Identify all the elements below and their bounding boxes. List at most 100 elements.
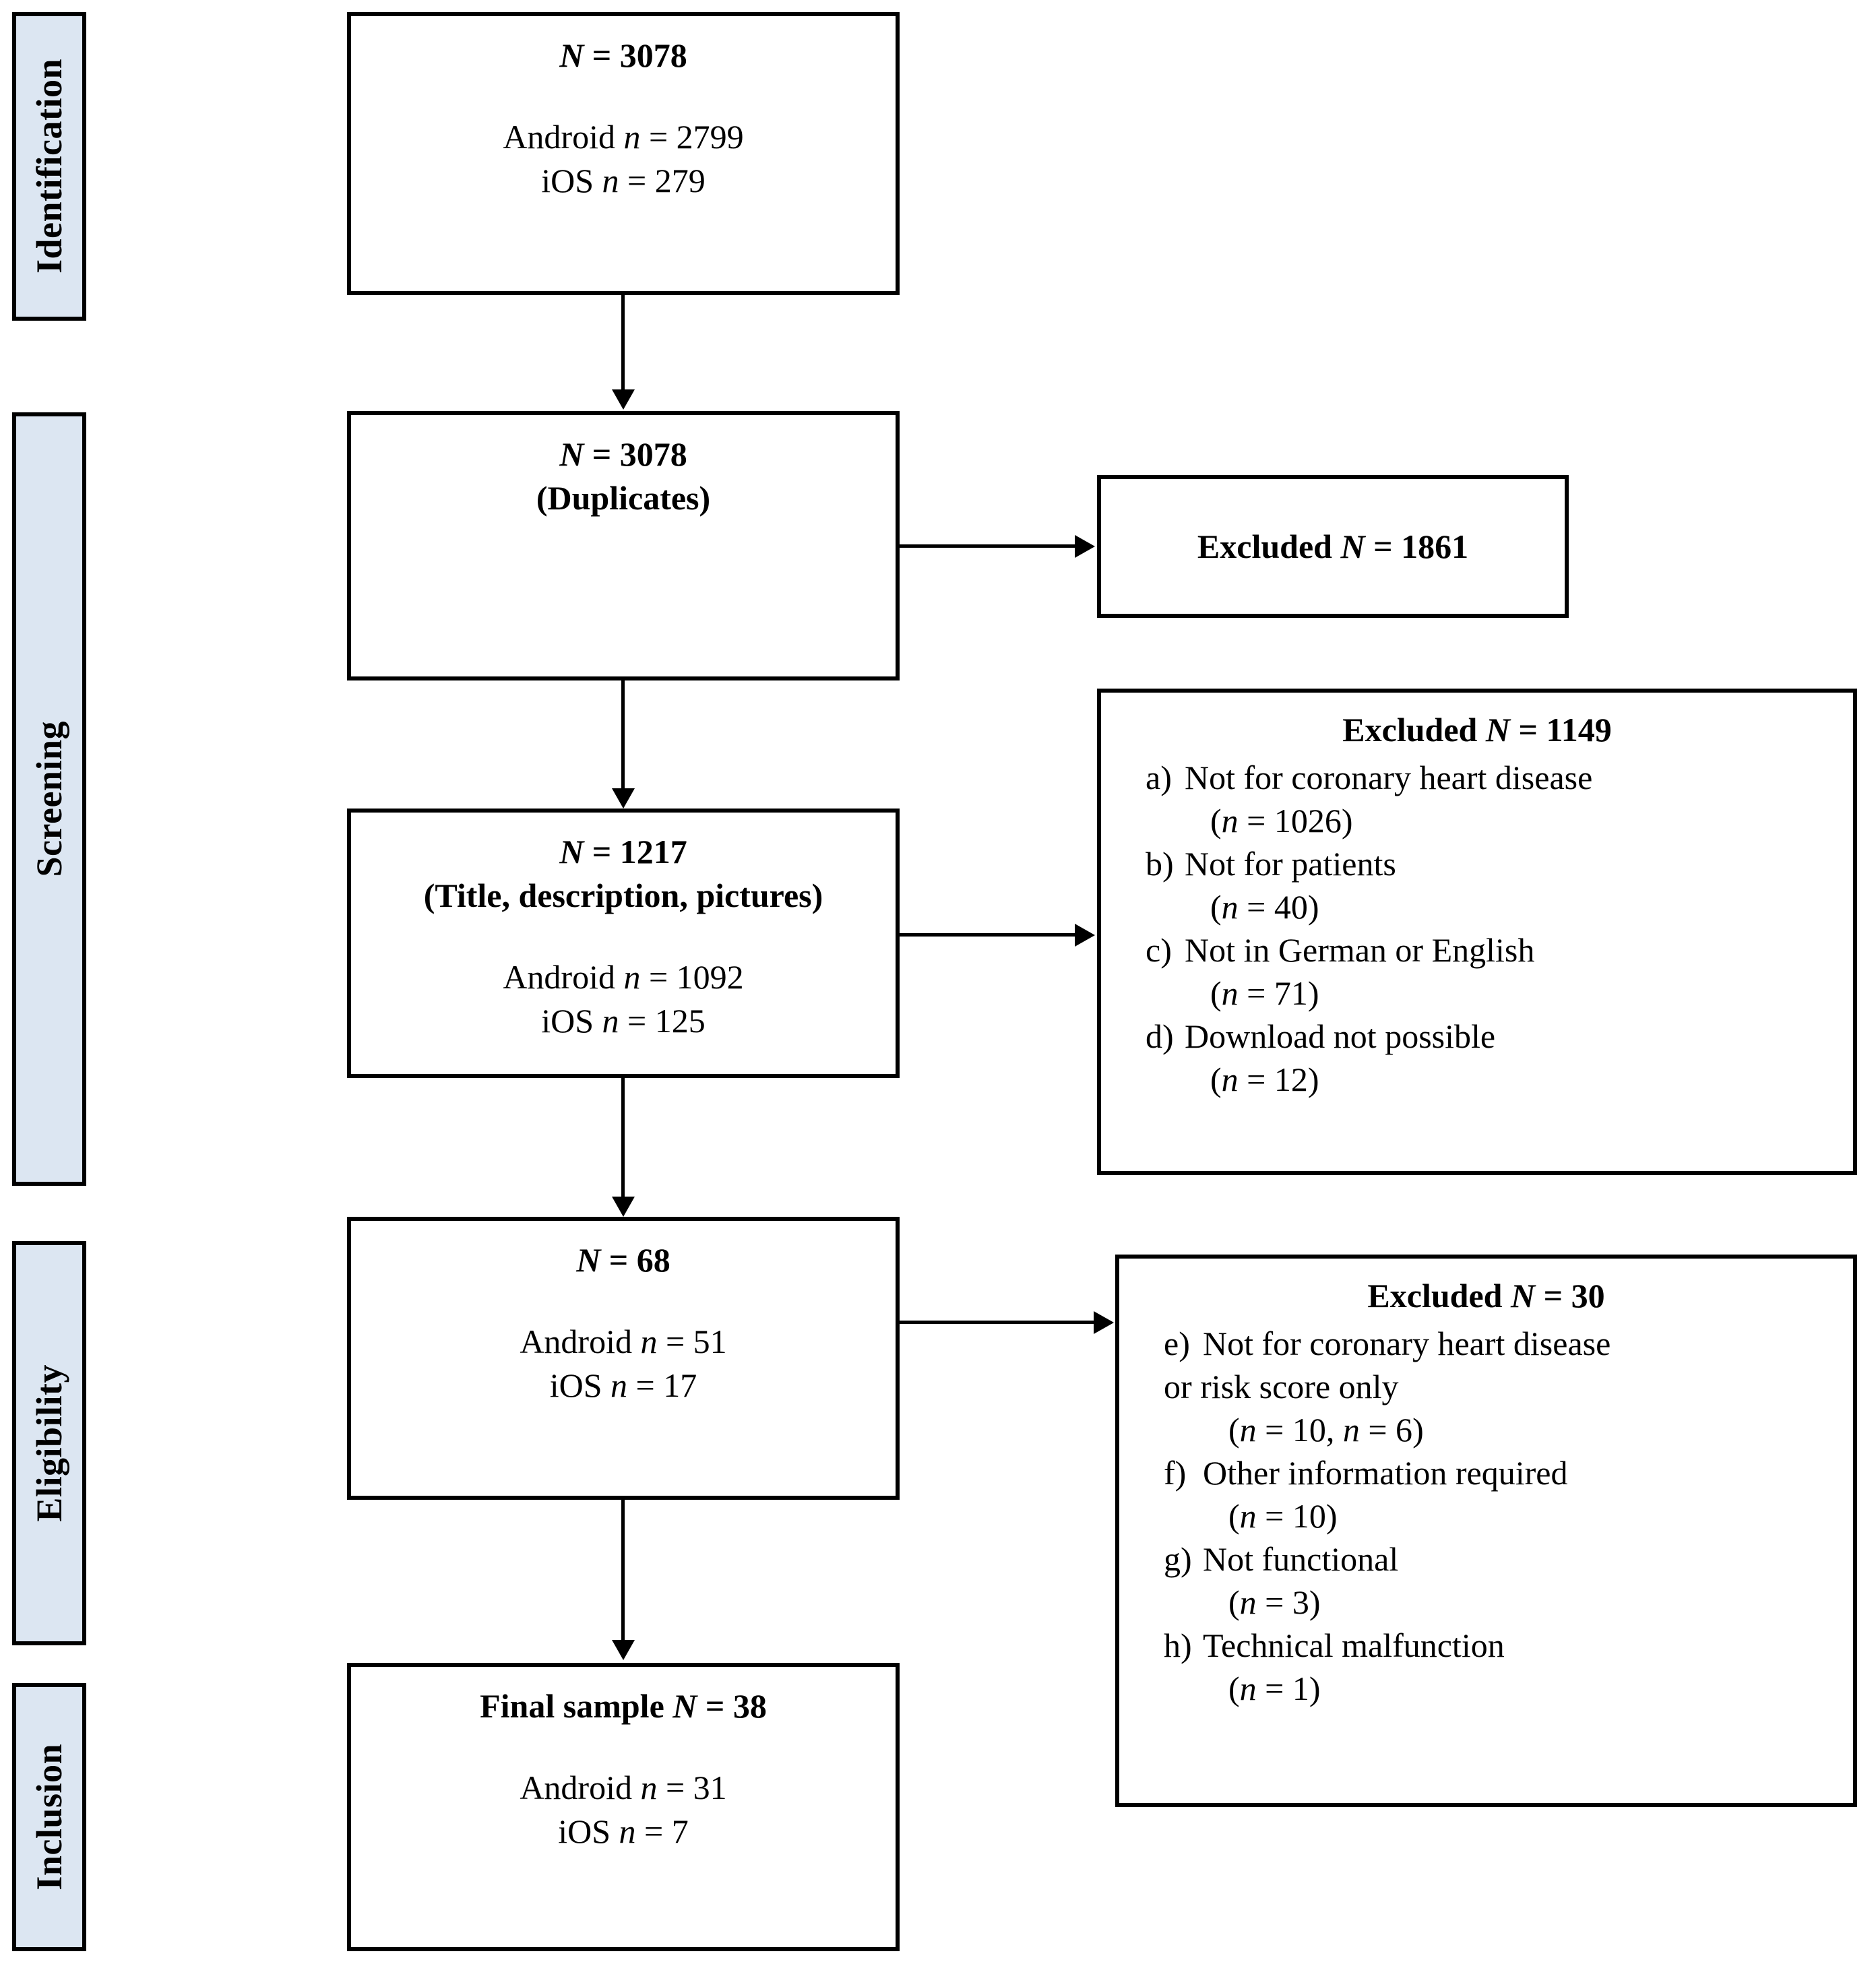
box-records-identified: N = 3078 Android n = 2799 iOS n = 279 xyxy=(347,12,900,295)
ios-label: iOS xyxy=(558,1812,611,1850)
stage-label-identification: Identification xyxy=(29,59,69,274)
ios-n-var: n xyxy=(602,1002,619,1040)
list-item: e) Not for coronary heart disease or ris… xyxy=(1138,1322,1834,1451)
list-item: f) Other information required (n = 10) xyxy=(1138,1451,1834,1538)
ios-value: = 125 xyxy=(627,1002,706,1040)
final-sample-total: Final sample N = 38 xyxy=(480,1684,767,1728)
stage-label-inclusion: Inclusion xyxy=(29,1744,69,1891)
ios-label: iOS xyxy=(541,162,594,199)
duplicates-total-var: N xyxy=(559,435,584,473)
list-text: Not for patients xyxy=(1185,845,1396,883)
list-item: g) Not functional (n = 3) xyxy=(1138,1538,1834,1624)
list-item: a) Not for coronary heart disease (n = 1… xyxy=(1120,756,1834,842)
android-n-var: n xyxy=(623,118,641,156)
connector-eligibility-to-final xyxy=(621,1500,625,1643)
box-duplicates: N = 3078 (Duplicates) xyxy=(347,411,900,680)
box-eligibility-assessed: N = 68 Android n = 51 iOS n = 17 xyxy=(347,1217,900,1500)
count-var: n xyxy=(1239,1497,1257,1535)
list-item: b) Not for patients (n = 40) xyxy=(1120,842,1834,928)
eligibility-total-var: N xyxy=(576,1241,601,1279)
connector-duplicates-to-screening xyxy=(621,680,625,791)
arrow-screening-to-eligibility xyxy=(612,1197,635,1217)
excluded-screening-value: = 1149 xyxy=(1518,711,1612,749)
records-identified-total: N = 3078 xyxy=(559,34,687,77)
excluded-eligibility-list: e) Not for coronary heart disease or ris… xyxy=(1138,1322,1834,1710)
count-var: n xyxy=(1239,1411,1257,1449)
android-label: Android xyxy=(503,958,615,996)
count-value: = 10 xyxy=(1265,1497,1326,1535)
list-item: d) Download not possible (n = 12) xyxy=(1120,1015,1834,1101)
list-marker: b) xyxy=(1146,845,1174,883)
tdp-total-var: N xyxy=(559,833,584,870)
list-wrapline: or risk score only xyxy=(1164,1368,1399,1405)
tdp-android: Android n = 1092 xyxy=(503,955,743,999)
count-var: n xyxy=(1221,974,1239,1012)
excluded-duplicates-text: Excluded N = 1861 xyxy=(1197,525,1468,569)
ios-n-var: n xyxy=(611,1366,628,1404)
arrow-duplicates-to-excluded xyxy=(1075,535,1095,558)
count-var: n xyxy=(1221,1060,1239,1098)
android-value: = 51 xyxy=(665,1323,727,1360)
tdp-total-value: = 1217 xyxy=(592,833,687,870)
excluded-duplicates-prefix: Excluded xyxy=(1197,527,1332,565)
ios-n-var: n xyxy=(619,1812,636,1850)
duplicates-total: N = 3078 xyxy=(559,433,687,476)
list-count: (n = 3) xyxy=(1228,1583,1321,1621)
connector-screening-to-eligibility xyxy=(621,1078,625,1199)
count-var: n xyxy=(1239,1670,1257,1707)
arrow-duplicates-to-screening xyxy=(612,788,635,809)
ios-n-var: n xyxy=(602,162,619,199)
box-excluded-screening: Excluded N = 1149 a) Not for coronary he… xyxy=(1097,689,1857,1175)
list-text: Not for coronary heart disease xyxy=(1185,759,1593,796)
android-label: Android xyxy=(520,1769,632,1806)
count-var: n xyxy=(1239,1583,1257,1621)
count-value: = 3 xyxy=(1265,1583,1309,1621)
list-marker: c) xyxy=(1146,931,1172,969)
arrow-eligibility-to-excluded xyxy=(1094,1311,1114,1334)
count-value: = 71 xyxy=(1247,974,1308,1012)
final-sample-value: = 38 xyxy=(705,1687,767,1725)
android-n-var: n xyxy=(640,1769,658,1806)
list-marker: e) xyxy=(1164,1325,1190,1362)
excluded-duplicates-var: N xyxy=(1340,527,1365,565)
android-label: Android xyxy=(503,118,615,156)
android-value: = 2799 xyxy=(648,118,744,156)
android-n-var: n xyxy=(623,958,641,996)
list-count: (n = 10, n = 6) xyxy=(1228,1411,1424,1449)
count-value: = 12 xyxy=(1247,1060,1308,1098)
list-count: (n = 40) xyxy=(1210,888,1319,926)
list-marker: d) xyxy=(1146,1017,1174,1055)
count-var: n xyxy=(1221,802,1239,840)
connector-identified-to-duplicates xyxy=(621,295,625,392)
stage-band-identification: Identification xyxy=(12,12,86,321)
stage-label-screening: Screening xyxy=(29,721,69,877)
stage-band-inclusion: Inclusion xyxy=(12,1683,86,1951)
list-text: Technical malfunction xyxy=(1203,1626,1505,1664)
count-value: = 40 xyxy=(1247,888,1308,926)
list-count: (n = 12) xyxy=(1210,1060,1319,1098)
arrow-identified-to-duplicates xyxy=(612,389,635,410)
list-marker: h) xyxy=(1164,1626,1192,1664)
list-count: (n = 1) xyxy=(1228,1670,1321,1707)
list-text: Not functional xyxy=(1203,1540,1399,1578)
eligibility-ios: iOS n = 17 xyxy=(550,1364,697,1407)
ios-value: = 7 xyxy=(644,1812,689,1850)
records-identified-ios: iOS n = 279 xyxy=(541,159,706,203)
final-sample-ios: iOS n = 7 xyxy=(558,1810,689,1854)
list-text: Not for coronary heart disease xyxy=(1203,1325,1611,1362)
box-final-sample: Final sample N = 38 Android n = 31 iOS n… xyxy=(347,1663,900,1951)
count-value: = 10, xyxy=(1265,1411,1335,1449)
arrow-eligibility-to-final xyxy=(612,1640,635,1660)
list-text: Not in German or English xyxy=(1185,931,1535,969)
eligibility-android: Android n = 51 xyxy=(520,1320,726,1364)
excluded-screening-list: a) Not for coronary heart disease (n = 1… xyxy=(1120,756,1834,1101)
records-identified-total-var: N xyxy=(559,36,584,74)
duplicates-subtitle: (Duplicates) xyxy=(536,479,711,517)
stage-label-eligibility: Eligibility xyxy=(29,1364,69,1522)
eligibility-total-value: = 68 xyxy=(608,1241,670,1279)
count-value: = 1026 xyxy=(1247,802,1342,840)
eligibility-total: N = 68 xyxy=(576,1238,670,1282)
connector-eligibility-to-excluded xyxy=(900,1321,1095,1324)
list-marker: a) xyxy=(1146,759,1172,796)
ios-label: iOS xyxy=(541,1002,594,1040)
